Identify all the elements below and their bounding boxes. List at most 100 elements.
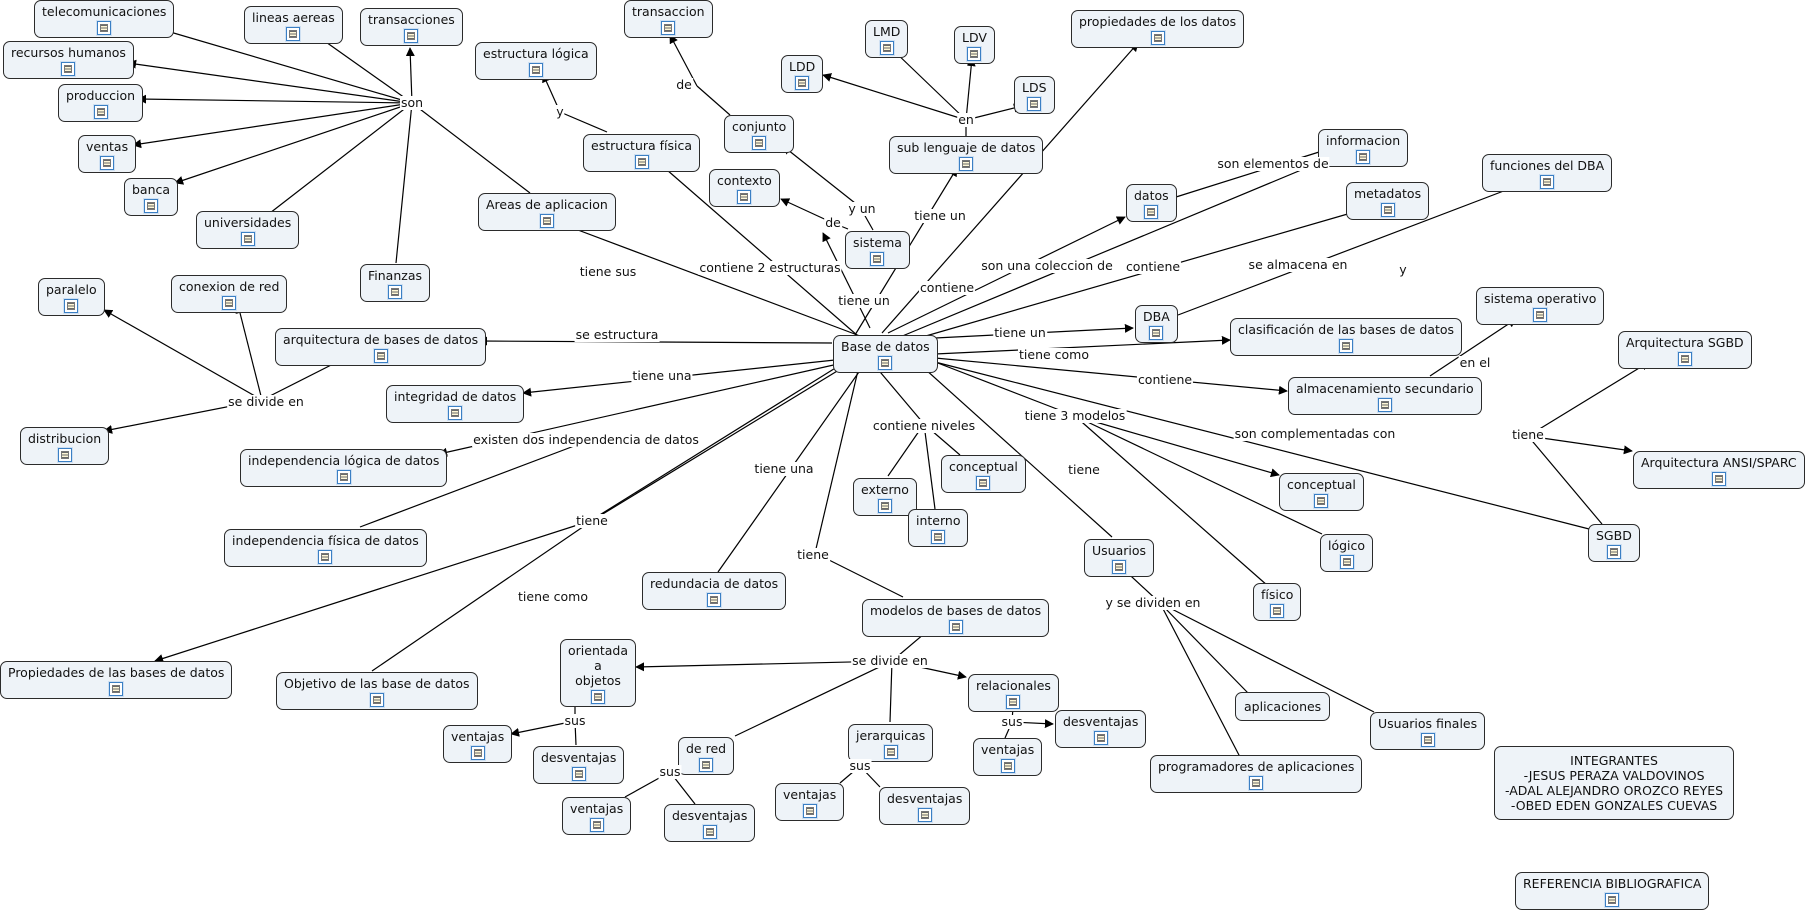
document-icon[interactable]: [1314, 494, 1329, 508]
document-icon[interactable]: [373, 349, 388, 363]
concept-node-ventajas-rel[interactable]: ventajas: [973, 738, 1043, 776]
document-icon[interactable]: [634, 155, 649, 169]
link-phrase-sus1[interactable]: sus: [1000, 714, 1024, 729]
concept-node-informacion[interactable]: informacion: [1318, 129, 1409, 167]
concept-node-de-red[interactable]: de red: [678, 737, 735, 775]
concept-node-objetivo[interactable]: Objetivo de las base de datos: [276, 672, 478, 710]
concept-node-aplicaciones[interactable]: aplicaciones: [1235, 692, 1331, 721]
concept-node-transacciones[interactable]: transacciones: [360, 8, 463, 46]
link-phrase-tiene-un2[interactable]: tiene un: [913, 208, 967, 223]
link-phrase-tiene-como1[interactable]: tiene como: [1018, 347, 1090, 362]
concept-node-indep-fisica[interactable]: independencia física de datos: [224, 529, 427, 567]
concept-node-sgbd[interactable]: SGBD: [1588, 524, 1640, 562]
document-icon[interactable]: [1711, 472, 1726, 486]
document-icon[interactable]: [1339, 339, 1354, 353]
concept-node-bd[interactable]: Base de datos: [833, 335, 938, 373]
link-phrase-tiene-3[interactable]: tiene 3 modelos: [1023, 408, 1127, 423]
concept-node-ventajas-jer[interactable]: ventajas: [775, 783, 845, 821]
concept-node-clasificacion[interactable]: clasificación de las bases de datos: [1230, 318, 1463, 356]
concept-node-prop-datos[interactable]: propiedades de los datos: [1071, 10, 1245, 48]
concept-node-arq-sgbd[interactable]: Arquitectura SGBD: [1618, 331, 1752, 369]
concept-node-conjunto[interactable]: conjunto: [724, 115, 795, 153]
concept-node-sublenguaje[interactable]: sub lenguaje de datos: [889, 136, 1044, 174]
concept-node-logico[interactable]: lógico: [1320, 534, 1374, 572]
document-icon[interactable]: [1249, 776, 1264, 790]
document-icon[interactable]: [97, 21, 112, 35]
document-icon[interactable]: [1540, 175, 1555, 189]
link-phrase-y-un[interactable]: y un: [847, 201, 877, 216]
document-icon[interactable]: [1150, 31, 1165, 45]
link-phrase-en-el[interactable]: en el: [1458, 355, 1492, 370]
concept-node-datos[interactable]: datos: [1126, 184, 1177, 222]
document-icon[interactable]: [404, 29, 419, 43]
concept-node-metadatos[interactable]: metadatos: [1346, 182, 1430, 220]
document-icon[interactable]: [878, 356, 893, 370]
document-icon[interactable]: [802, 804, 817, 818]
document-icon[interactable]: [1420, 733, 1435, 747]
link-phrase-en1[interactable]: en: [957, 112, 975, 127]
concept-node-desventajas-rel[interactable]: desventajas: [1055, 710, 1147, 748]
document-icon[interactable]: [470, 746, 485, 760]
document-icon[interactable]: [870, 252, 885, 266]
concept-node-rrhh[interactable]: recursos humanos: [3, 41, 134, 79]
link-phrase-se-divide2[interactable]: se divide en: [851, 653, 929, 668]
concept-node-indep-logica[interactable]: independencia lógica de datos: [240, 449, 448, 487]
link-phrase-existen[interactable]: existen dos independencia de datos: [472, 432, 700, 447]
concept-node-lmd[interactable]: LMD: [865, 20, 909, 58]
concept-node-fisico[interactable]: físico: [1253, 583, 1302, 621]
link-phrase-tiene-un3[interactable]: tiene un: [993, 325, 1047, 340]
link-phrase-se-estructura[interactable]: se estructura: [574, 327, 660, 342]
document-icon[interactable]: [1112, 560, 1127, 574]
document-icon[interactable]: [699, 758, 714, 772]
document-icon[interactable]: [976, 476, 991, 490]
document-icon[interactable]: [737, 190, 752, 204]
document-icon[interactable]: [1270, 604, 1285, 618]
link-phrase-y2[interactable]: y: [1398, 262, 1408, 277]
concept-node-modelos[interactable]: modelos de bases de datos: [862, 599, 1050, 637]
link-phrase-sus2[interactable]: sus: [563, 713, 587, 728]
concept-node-orientada[interactable]: orientada a objetos: [560, 639, 637, 707]
link-phrase-contiene2[interactable]: contiene: [1124, 259, 1182, 274]
document-icon[interactable]: [1027, 97, 1042, 111]
document-icon[interactable]: [388, 285, 402, 299]
link-phrase-tiene1[interactable]: tiene: [1511, 427, 1545, 442]
document-icon[interactable]: [959, 157, 974, 171]
link-phrase-son-elementos[interactable]: son elementos de: [1216, 156, 1330, 171]
concept-node-ventajas-red[interactable]: ventajas: [562, 797, 632, 835]
document-icon[interactable]: [1677, 352, 1692, 366]
document-icon[interactable]: [752, 136, 767, 150]
concept-node-lds[interactable]: LDS: [1014, 76, 1055, 114]
link-phrase-tiene3[interactable]: tiene: [575, 513, 609, 528]
link-phrase-tiene-un1[interactable]: tiene un: [837, 293, 891, 308]
concept-node-referencia[interactable]: REFERENCIA BIBLIOGRAFICA: [1515, 872, 1710, 910]
document-icon[interactable]: [1093, 731, 1108, 745]
link-phrase-de1[interactable]: de: [675, 77, 693, 92]
link-phrase-tiene2[interactable]: tiene: [1067, 462, 1101, 477]
concept-node-conceptual1[interactable]: conceptual: [941, 455, 1026, 493]
document-icon[interactable]: [877, 499, 892, 513]
document-icon[interactable]: [1149, 326, 1164, 340]
concept-node-integridad[interactable]: integridad de datos: [386, 385, 525, 423]
document-icon[interactable]: [948, 620, 963, 634]
document-icon[interactable]: [57, 448, 72, 462]
link-phrase-tiene-sus[interactable]: tiene sus: [578, 264, 638, 279]
document-icon[interactable]: [448, 406, 463, 420]
document-icon[interactable]: [883, 745, 898, 759]
concept-node-relacionales[interactable]: relacionales: [968, 674, 1059, 712]
concept-node-est-logica[interactable]: estructura lógica: [475, 42, 597, 80]
link-phrase-contiene3[interactable]: contiene: [1136, 372, 1194, 387]
concept-node-telecom[interactable]: telecomunicaciones: [34, 0, 175, 38]
document-icon[interactable]: [64, 299, 79, 313]
concept-node-universidades[interactable]: universidades: [196, 211, 300, 249]
concept-node-usuarios[interactable]: Usuarios: [1084, 539, 1155, 577]
document-icon[interactable]: [1380, 203, 1395, 217]
document-icon[interactable]: [879, 41, 894, 55]
document-icon[interactable]: [100, 156, 115, 170]
link-phrase-son[interactable]: son: [399, 95, 425, 110]
concept-node-conexion-red[interactable]: conexion de red: [171, 275, 288, 313]
document-icon[interactable]: [1339, 555, 1354, 569]
concept-node-transaccion[interactable]: transaccion: [624, 0, 713, 38]
document-icon[interactable]: [1533, 308, 1548, 322]
concept-node-ventas1[interactable]: ventas: [78, 135, 137, 173]
concept-node-desventajas-obj[interactable]: desventajas: [533, 746, 625, 784]
